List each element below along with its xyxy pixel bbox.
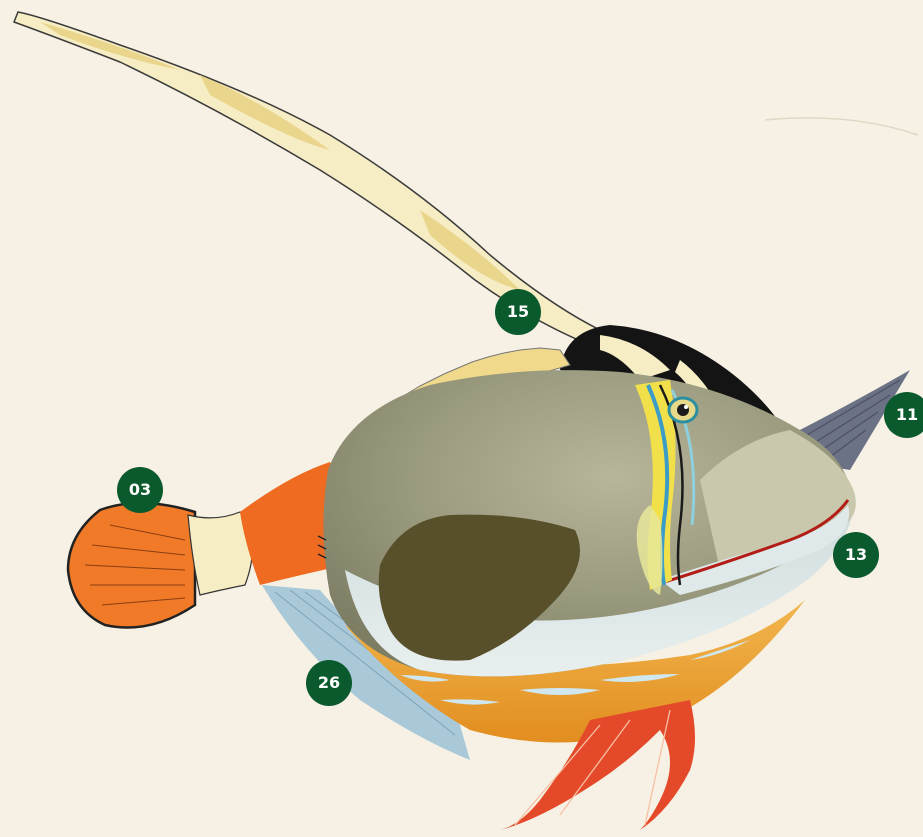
callout-badge-13[interactable]: 13: [833, 532, 879, 578]
callout-badge-15[interactable]: 15: [495, 289, 541, 335]
callout-badge-03[interactable]: 03: [117, 467, 163, 513]
dorsal-spine: [14, 12, 700, 370]
callout-badge-11[interactable]: 11: [884, 392, 923, 438]
callout-badge-26[interactable]: 26: [306, 660, 352, 706]
guide-line: [765, 118, 918, 135]
